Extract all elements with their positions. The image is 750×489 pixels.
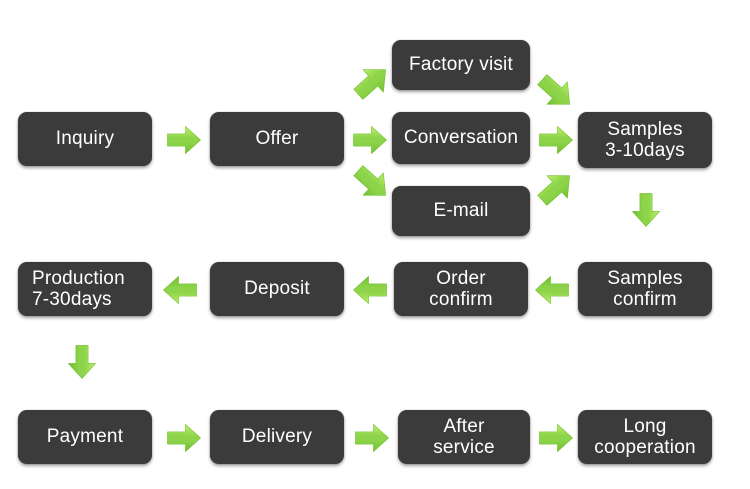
arrow-offer-to-email xyxy=(352,163,392,203)
node-offer: Offer xyxy=(210,112,344,166)
node-samples-confirm: Samples confirm xyxy=(578,262,712,316)
node-long-coop: Long cooperation xyxy=(578,410,712,464)
arrow-inquiry-to-offer xyxy=(166,122,202,158)
node-after-service: After service xyxy=(398,410,530,464)
arrow-factory-visit-to-samples xyxy=(536,72,576,112)
arrow-payment-to-delivery xyxy=(166,420,202,456)
node-order-confirm: Order confirm xyxy=(394,262,528,316)
arrow-order-to-deposit xyxy=(352,272,388,308)
node-samples: Samples 3-10days xyxy=(578,112,712,168)
arrow-offer-to-conversation xyxy=(352,122,388,158)
node-factory-visit: Factory visit xyxy=(392,40,530,90)
arrow-conversation-to-samples xyxy=(538,122,574,158)
arrow-samples-confirm-to-order xyxy=(534,272,570,308)
node-deposit: Deposit xyxy=(210,262,344,316)
arrow-production-to-payment xyxy=(64,344,100,380)
arrow-email-to-samples xyxy=(536,168,576,208)
node-production: Production 7-30days xyxy=(18,262,152,316)
node-delivery: Delivery xyxy=(210,410,344,464)
arrow-deposit-to-production xyxy=(162,272,198,308)
arrow-samples-to-samples-confirm xyxy=(628,192,664,228)
arrow-after-service-to-long-coop xyxy=(538,420,574,456)
arrow-delivery-to-after-service xyxy=(354,420,390,456)
node-inquiry: Inquiry xyxy=(18,112,152,166)
node-payment: Payment xyxy=(18,410,152,464)
node-email: E-mail xyxy=(392,186,530,236)
node-conversation: Conversation xyxy=(392,112,530,164)
arrow-offer-to-factory-visit xyxy=(352,62,392,102)
